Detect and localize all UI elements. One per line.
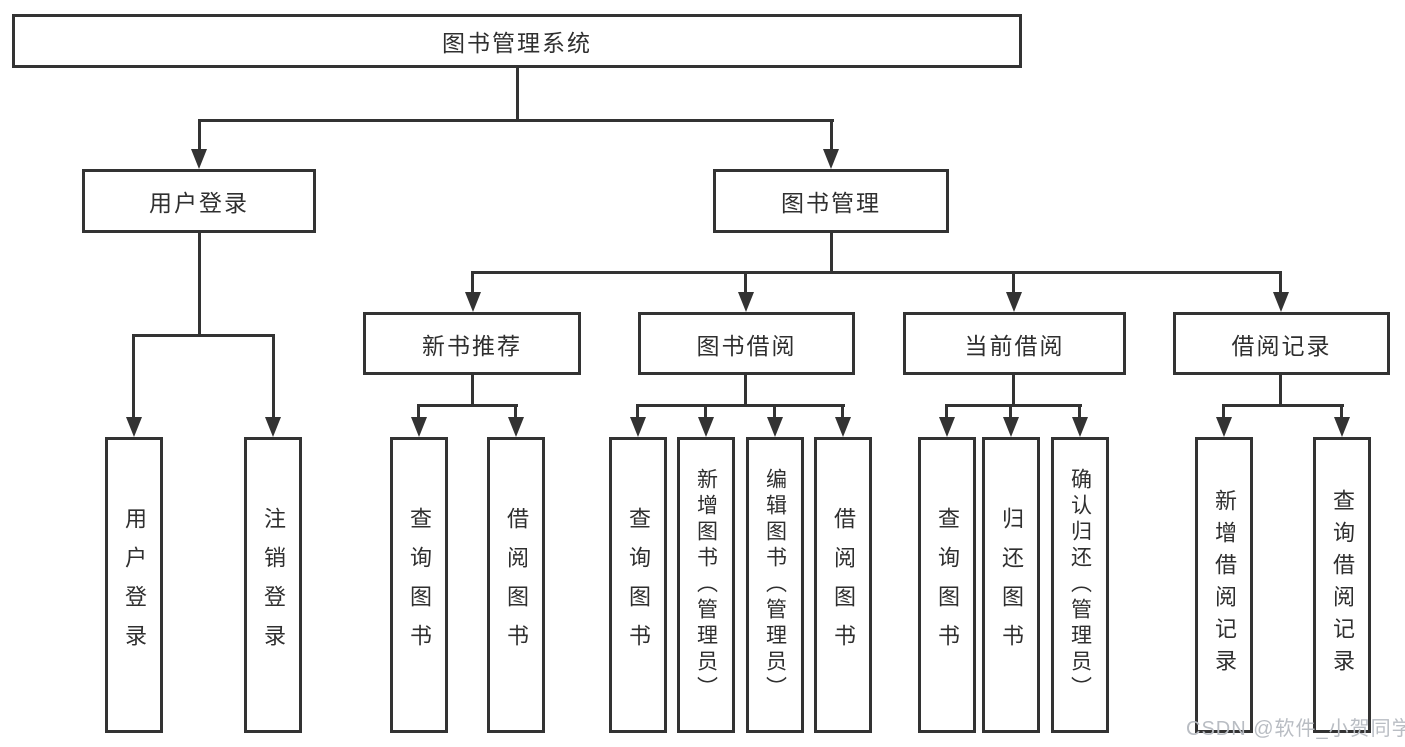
edge-leaf-stem [1078,404,1081,420]
edge-current-borrowing-split [945,404,1082,407]
arrow-down-icon [1334,417,1350,437]
edge-book-borrowing-stub [744,374,747,406]
leaf-label: 注销登录 [261,507,286,663]
arrow-down-icon [823,149,839,169]
node-label: 借阅记录 [1231,332,1332,359]
node-label: 用户登录 [149,190,249,216]
arrow-down-icon [939,417,955,437]
leaf-logout-login: 注销登录 [244,437,302,733]
leaf-query-borrow-record: 查询借阅记录 [1313,437,1371,733]
edge-leaf-stem [514,404,517,420]
edge-user-login-split [132,334,275,337]
node-current-borrowing: 当前借阅 [903,312,1126,375]
node-new-book-recommend: 新书推荐 [363,312,581,375]
edge-leaf-stem [945,404,948,420]
edge-to-book-borrowing [744,271,747,294]
leaf-add-borrow-record: 新增借阅记录 [1195,437,1253,733]
arrow-down-icon [265,417,281,437]
edge-leaf-stem [636,404,639,420]
leaf-recommend-borrow-books: 借阅图书 [487,437,545,733]
leaf-borrowing-borrow-books: 借阅图书 [814,437,872,733]
leaf-user-login: 用户登录 [105,437,163,733]
edge-to-book-management [830,119,833,151]
arrow-down-icon [465,292,481,312]
edge-leaf-stem [841,404,844,420]
leaf-borrowing-query-books: 查询图书 [609,437,667,733]
edge-root-stub [516,68,519,121]
leaf-label: 新增借阅记录 [1212,489,1237,681]
edge-current-borrowing-stub [1012,374,1015,406]
edge-leaf-stem [417,404,420,420]
edge-level2-split [198,119,834,122]
edge-borrow-records-split [1222,404,1344,407]
node-user-login: 用户登录 [82,169,316,233]
leaf-confirm-return-admin: 确认归还（管理员） [1051,437,1109,733]
edge-to-leaf-user-login [132,334,135,419]
arrow-down-icon [1273,292,1289,312]
leaf-label: 新增图书（管理员） [694,468,718,702]
leaf-label: 编辑图书（管理员） [763,468,787,702]
arrow-down-icon [835,417,851,437]
csdn-watermark: CSDN @软件_小贺同学 [1186,718,1405,740]
leaf-label: 查询借阅记录 [1330,489,1355,681]
leaf-return-books: 归还图书 [982,437,1040,733]
arrow-down-icon [508,417,524,437]
leaf-edit-books-admin: 编辑图书（管理员） [746,437,804,733]
edge-user-login-stub [198,232,201,336]
arrow-down-icon [738,292,754,312]
node-library-management-system: 图书管理系统 [12,14,1022,68]
edge-leaf-stem [1222,404,1225,420]
edge-borrow-records-stub [1279,374,1282,406]
leaf-add-books-admin: 新增图书（管理员） [677,437,735,733]
leaf-current-query-books: 查询图书 [918,437,976,733]
node-label: 新书推荐 [422,332,522,359]
leaf-label: 查询图书 [935,507,960,663]
leaf-label: 借阅图书 [504,507,529,663]
edge-leaf-stem [773,404,776,420]
edge-level3-split [472,271,1282,274]
leaf-label: 确认归还（管理员） [1068,468,1092,702]
edge-to-borrow-records [1279,271,1282,294]
leaf-label: 用户登录 [122,507,147,663]
arrow-down-icon [698,417,714,437]
edge-new-book-split [417,404,518,407]
arrow-down-icon [411,417,427,437]
edge-to-new-book-recommend [471,271,474,294]
arrow-down-icon [1216,417,1232,437]
node-label: 图书借阅 [696,332,797,359]
arrow-down-icon [191,149,207,169]
edge-to-current-borrowing [1012,271,1015,294]
arrow-down-icon [1072,417,1088,437]
edge-book-borrowing-split [636,404,845,407]
node-book-management: 图书管理 [713,169,949,233]
edge-to-user-login [198,119,201,151]
arrow-down-icon [126,417,142,437]
arrow-down-icon [1003,417,1019,437]
node-label: 图书管理 [781,190,881,216]
leaf-label: 借阅图书 [831,507,856,663]
node-label: 当前借阅 [964,332,1065,359]
node-label: 图书管理系统 [442,30,592,56]
leaf-label: 查询图书 [407,507,432,663]
node-book-borrowing: 图书借阅 [638,312,855,375]
arrow-down-icon [767,417,783,437]
leaf-recommend-query-books: 查询图书 [390,437,448,733]
arrow-down-icon [1006,292,1022,312]
leaf-label: 归还图书 [999,507,1024,663]
node-borrow-records: 借阅记录 [1173,312,1390,375]
edge-book-management-stub [830,232,833,274]
edge-to-leaf-logout [272,334,275,419]
arrow-down-icon [630,417,646,437]
edge-new-book-stub [471,374,474,406]
edge-leaf-stem [704,404,707,420]
leaf-label: 查询图书 [626,507,651,663]
edge-leaf-stem [1340,404,1343,420]
edge-leaf-stem [1009,404,1012,420]
